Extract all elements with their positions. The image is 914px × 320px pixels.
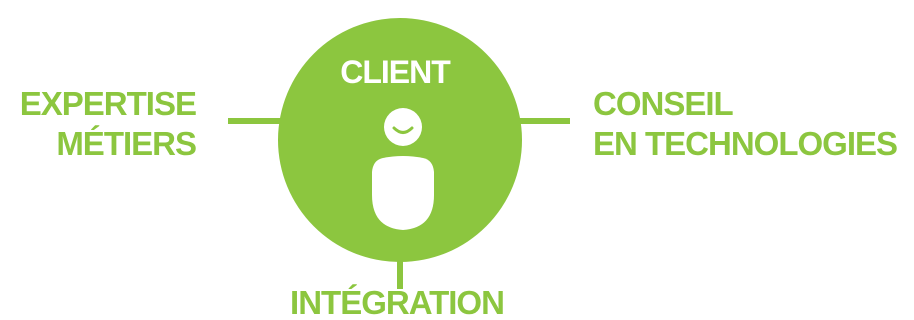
expertise-label-line1: EXPERTISE [19, 85, 197, 122]
conseil-technologies-label: CONSEIL EN TECHNOLOGIES [593, 84, 898, 164]
user-icon-head [384, 108, 422, 146]
expertise-label-line2: MÉTIERS [56, 125, 197, 162]
user-icon-body [372, 156, 434, 230]
center-label: CLIENT [340, 54, 451, 90]
conseil-label-line1: CONSEIL [593, 85, 734, 122]
user-icon-smile [392, 126, 414, 134]
conseil-label-line2: EN TECHNOLOGIES [593, 125, 898, 162]
integration-label: INTÉGRATION [290, 284, 505, 320]
user-icon [372, 108, 434, 230]
expertise-metiers-label: EXPERTISE MÉTIERS [19, 84, 197, 164]
